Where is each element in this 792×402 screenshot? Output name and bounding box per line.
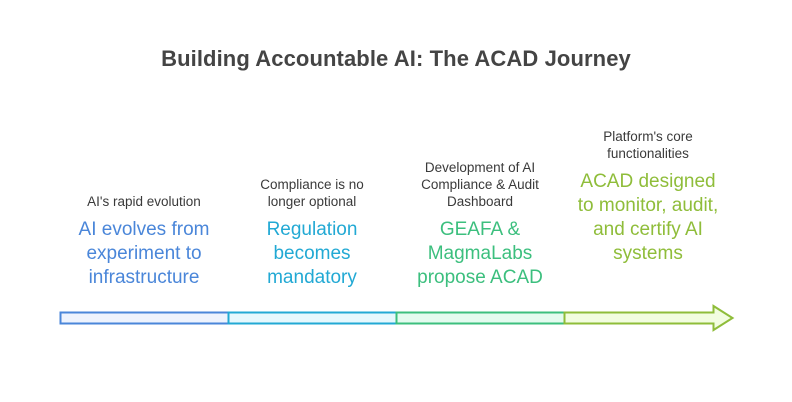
timeline-segment-3 xyxy=(395,311,566,325)
stage-2: Compliance is no longer optional Regulat… xyxy=(228,176,396,290)
stage-4-description: ACAD designed to monitor, audit, and cer… xyxy=(577,171,719,264)
stage-2-description: Regulation becomes mandatory xyxy=(266,219,358,288)
stage-4-label: Platform's core functionalities xyxy=(603,129,693,161)
stage-3-label: Development of AI Compliance & Audit Das… xyxy=(421,160,539,209)
timeline-segment-2 xyxy=(227,311,398,325)
stage-1-description: AI evolves from experiment to infrastruc… xyxy=(78,219,210,288)
stage-2-label: Compliance is no longer optional xyxy=(260,177,364,209)
stage-3: Development of AI Compliance & Audit Das… xyxy=(396,159,564,290)
stage-3-description: GEAFA & MagmaLabs propose ACAD xyxy=(417,219,543,288)
diagram-title: Building Accountable AI: The ACAD Journe… xyxy=(161,46,631,71)
stage-4: Platform's core functionalities ACAD des… xyxy=(564,128,732,266)
stage-1: AI's rapid evolution AI evolves from exp… xyxy=(60,193,228,290)
arrow-head-icon xyxy=(563,304,735,332)
stage-1-label: AI's rapid evolution xyxy=(87,194,201,209)
timeline-segment-1 xyxy=(59,311,230,325)
